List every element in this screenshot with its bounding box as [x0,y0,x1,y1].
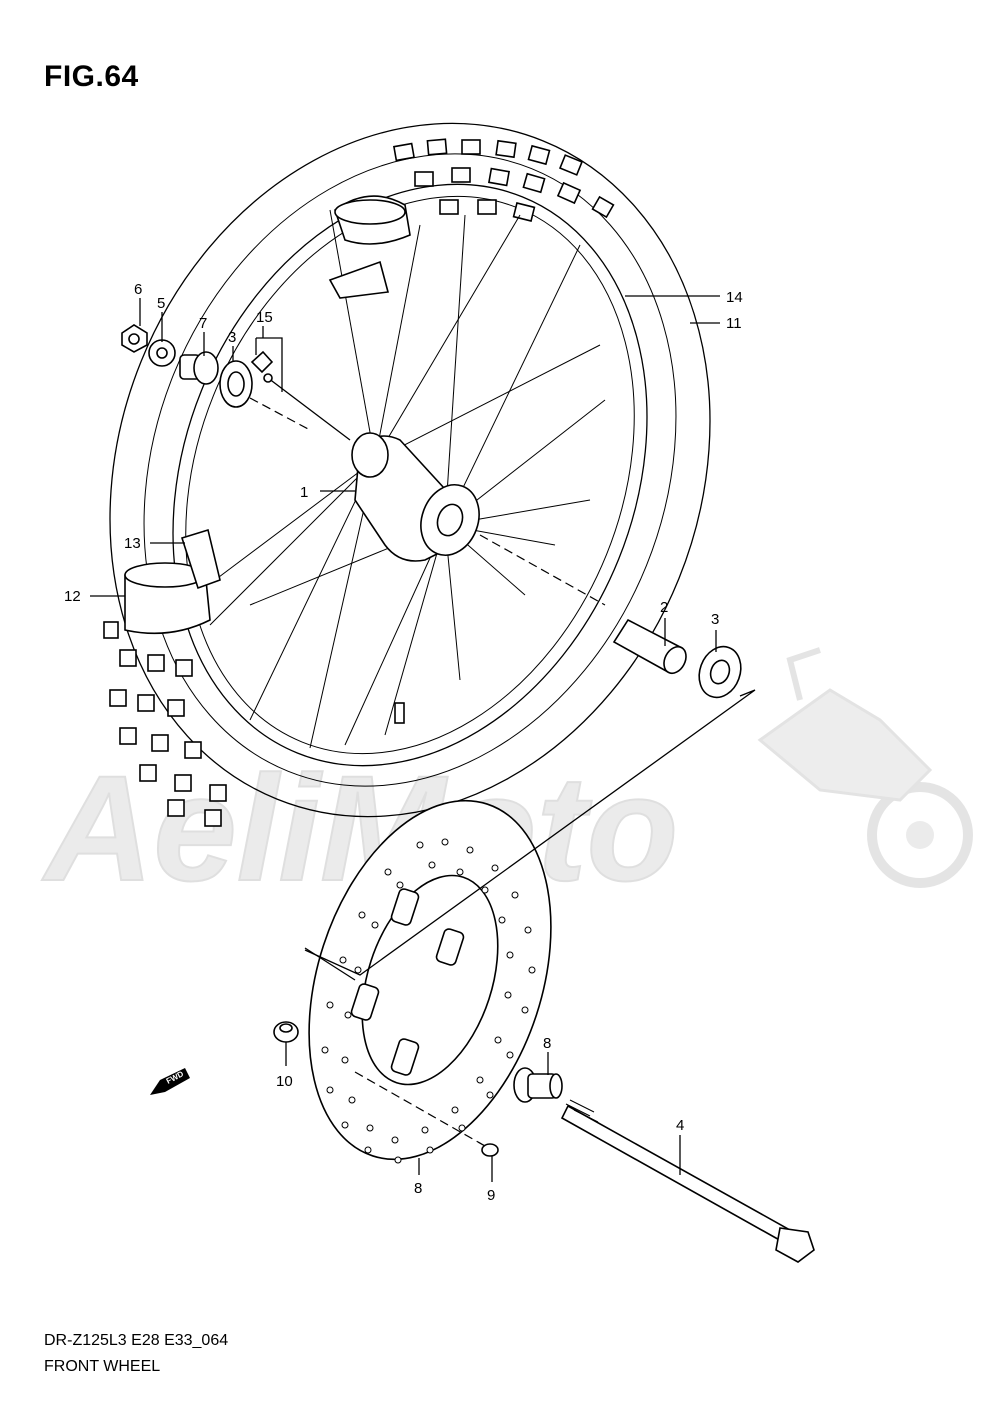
valve-stem [394,702,405,724]
callout-12: 12 [64,588,81,605]
callout-15: 15 [256,309,273,326]
callout-6: 6 [134,281,142,298]
watermark-motorcycle-icon [757,647,973,888]
callout-10: 10 [276,1073,293,1090]
callout-3-left: 3 [228,329,236,346]
tire-section-upper [328,195,411,299]
callout-5: 5 [157,295,165,312]
rim-band-12 [124,562,211,635]
axle-4 [560,1099,815,1263]
brake-disc-8 [308,799,552,1164]
tire-11 [109,122,711,818]
assembly-lines [249,397,756,1143]
leader-lines [90,295,720,1182]
callout-3-right: 3 [711,611,719,628]
callout-9: 9 [487,1187,495,1204]
hub-1 [351,432,480,562]
spoke-15 [250,350,351,441]
callout-7: 7 [199,315,207,332]
callout-11: 11 [726,315,742,332]
callouts: 6 5 7 3 15 11 14 1 13 12 2 3 10 8 4 8 9 [64,281,743,1204]
fwd-arrow-icon: FWD [150,1068,190,1095]
figure-title: FIG.64 [44,60,139,93]
tire-tread-upper [392,138,615,222]
callout-8-disc: 8 [414,1180,422,1197]
spokes [209,209,606,749]
callout-4: 4 [676,1117,684,1134]
bearing-3-right [698,645,742,699]
tube-13 [180,528,221,590]
callout-2: 2 [660,599,668,616]
callout-14: 14 [726,289,743,306]
bolt-10 [273,1021,299,1043]
spacer-7 [179,351,219,385]
bearing-3-left [219,360,253,408]
callout-8-collar: 8 [543,1035,551,1052]
spacer-2 [612,618,687,675]
section-name: FRONT WHEEL [44,1358,161,1375]
collar-8 [513,1067,563,1103]
callout-1: 1 [300,484,308,501]
tire-tread-lower [103,621,227,827]
callout-13: 13 [124,535,141,552]
bolt-9 [477,1141,499,1157]
model-code: DR-Z125L3 E28 E33_064 [44,1332,229,1349]
nut-6 [121,324,148,353]
washer-5 [148,339,176,367]
